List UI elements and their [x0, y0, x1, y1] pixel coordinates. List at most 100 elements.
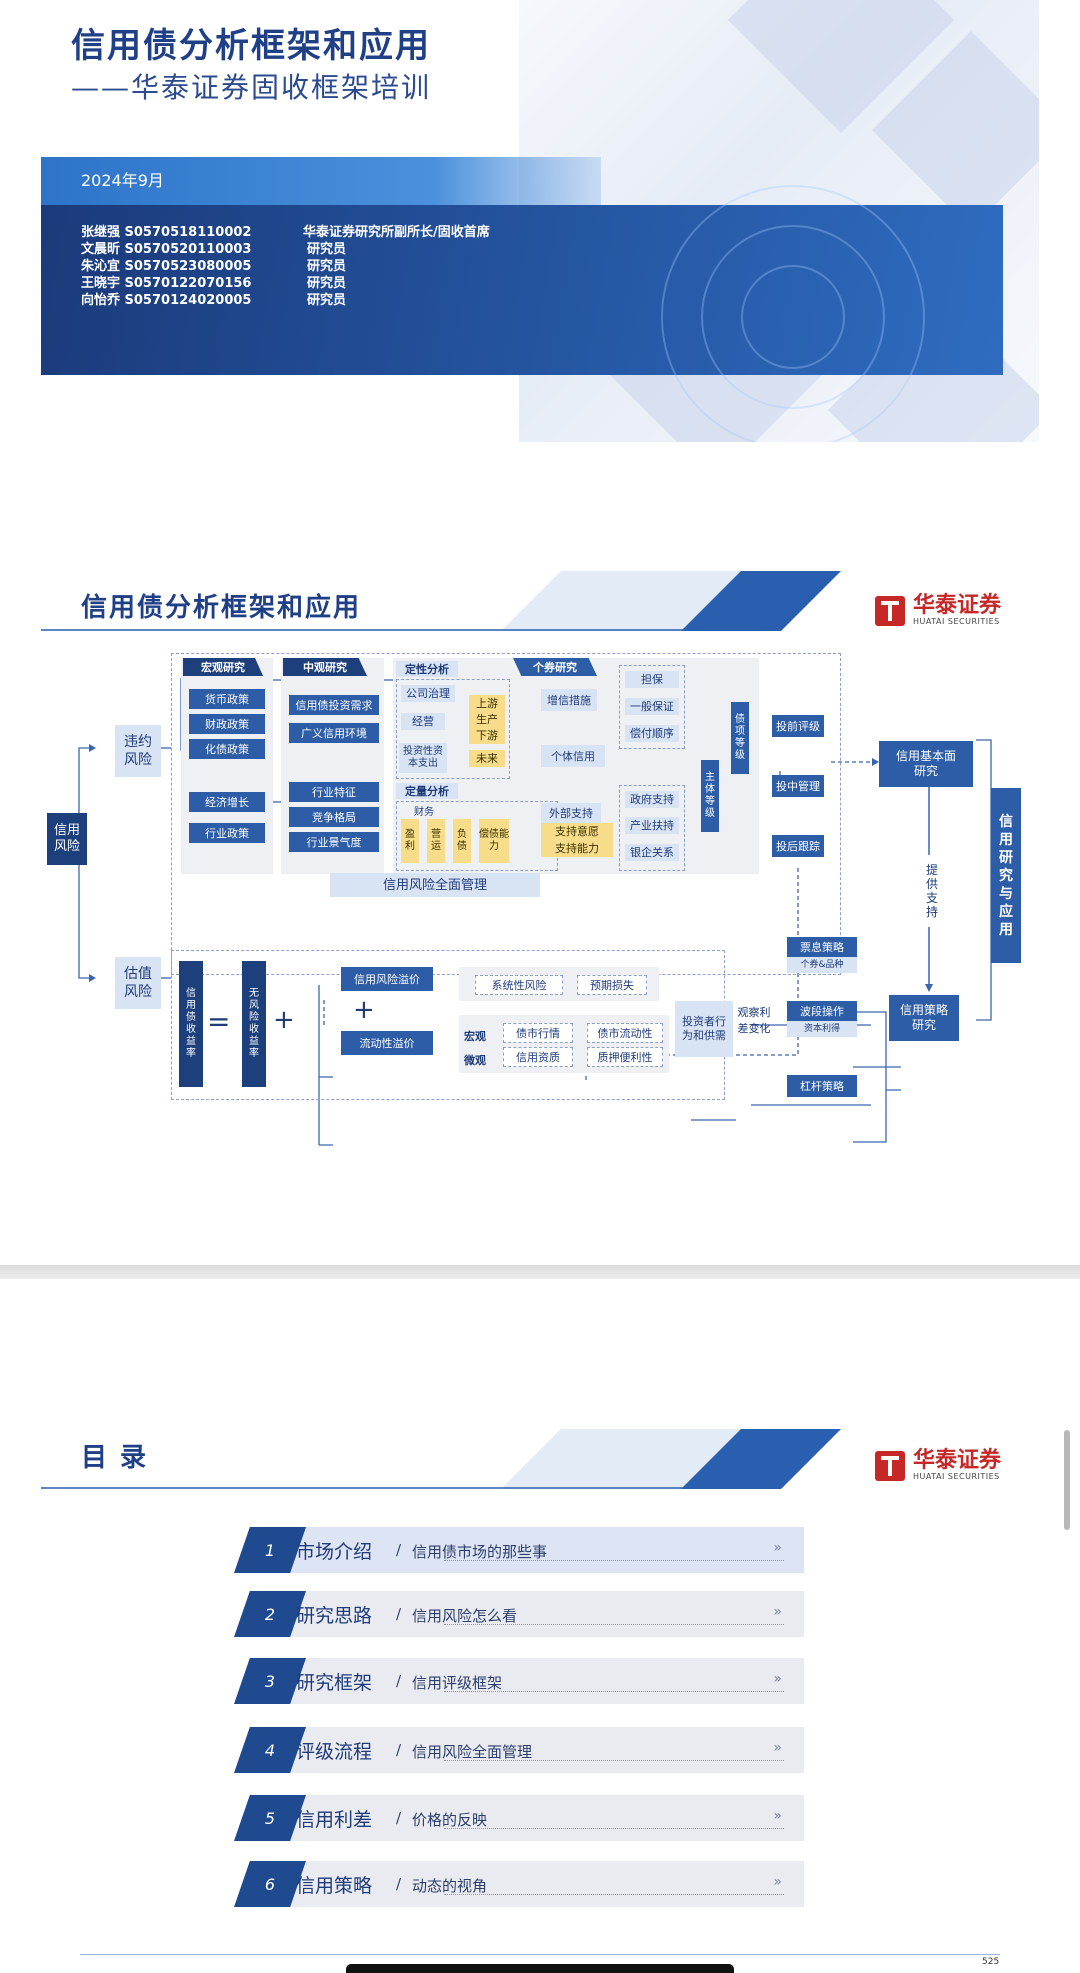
home-indicator[interactable]: [346, 1964, 734, 1973]
support-item: 银企关系: [625, 844, 679, 861]
chevron-right-icon: »: [773, 1540, 782, 1556]
slide-header: [41, 565, 1039, 631]
chain-item: 上游: [469, 695, 505, 712]
market-item: 信用资质: [503, 1047, 573, 1067]
node-label: 信用策略研究: [899, 1003, 948, 1032]
leverage-strategy: 杠杆策略: [787, 1075, 857, 1097]
toc-item[interactable]: 2 研究思路 / 信用风险怎么看 »: [234, 1591, 804, 1637]
macro-label: 宏观: [464, 1030, 486, 1043]
qualitative-box: [396, 679, 510, 779]
toc-item[interactable]: 6 信用策略 / 动态的视角 »: [234, 1861, 804, 1907]
toc-sub: 信用评级框架: [412, 1674, 503, 1692]
chain-item: 生产: [469, 712, 505, 727]
node-label: 信用债收益率: [186, 988, 196, 1059]
date-band: [41, 157, 601, 205]
research-application-node: 信用研究与应用: [991, 788, 1021, 963]
cover-subtitle: ——华泰证券固收框架培训: [71, 71, 432, 104]
toc-bar: [278, 1527, 804, 1573]
default-risk-node: 违约风险: [115, 725, 161, 777]
toc-separator: /: [396, 1605, 402, 1623]
cover-date: 2024年9月: [81, 171, 164, 190]
page-number: 525: [982, 1957, 1000, 1967]
governance-item: 公司治理: [401, 685, 455, 702]
strategy-research: 信用策略研究: [889, 995, 959, 1041]
fundamental-research: 信用基本面研究: [879, 741, 973, 787]
capex-item: 投资性资本支出: [399, 743, 447, 773]
toc-main: 研究框架: [296, 1672, 373, 1694]
support-box: [619, 785, 685, 871]
node-label: 投资者行为和供需: [682, 1015, 726, 1042]
operation-item: 经营: [401, 713, 445, 730]
support-item: 政府支持: [625, 791, 679, 808]
logo-subtext: HUATAI SECURITIES: [913, 1472, 1000, 1481]
credit-yield-node: 信用债收益率: [179, 961, 203, 1087]
swing-strategy: 波段操作: [787, 1001, 857, 1021]
coupon-strategy: 票息策略: [787, 937, 857, 957]
author-name: 张继强 S0570518110002: [81, 225, 252, 240]
toc-item[interactable]: 4 评级流程 / 信用风险全面管理 »: [234, 1727, 804, 1773]
support-ability-item: 支持能力: [541, 840, 613, 857]
globe-graphic: [701, 225, 885, 409]
toc-bar: [278, 1727, 804, 1773]
chevron-right-icon: »: [773, 1808, 782, 1824]
enhancement-subitem: 一般保证: [625, 698, 679, 715]
toc-main: 评级流程: [296, 1741, 373, 1763]
toc-item[interactable]: 3 研究框架 / 信用评级框架 »: [234, 1658, 804, 1704]
chevron-right-icon: »: [773, 1740, 782, 1756]
meso-item: 行业特征: [289, 782, 379, 802]
support-will-item: 支持意愿: [541, 823, 613, 840]
logo-text: 华泰证券: [913, 593, 1002, 618]
toc-dotted-line: [444, 1894, 784, 1895]
plus-sign: +: [353, 995, 375, 1025]
cover-slide: 信用债分析框架和应用 ——华泰证券固收框架培训 2024年9月 张继强 S057…: [41, 0, 1039, 442]
market-item: 债市行情: [503, 1023, 573, 1043]
equals-sign: =: [207, 1005, 231, 1038]
expected-loss: 预期损失: [577, 975, 647, 995]
pre-investment-rating: 投前评级: [772, 715, 824, 737]
author-role: 研究员: [307, 259, 347, 274]
logo-mark-icon: [875, 595, 905, 626]
toc-dotted-line: [444, 1624, 784, 1625]
toc-sub: 信用风险怎么看: [412, 1607, 518, 1625]
qualitative-head: 定性分析: [396, 661, 458, 677]
toc-sub: 动态的视角: [412, 1877, 488, 1895]
coupon-strategy-sub: 个券&品种: [787, 957, 857, 973]
header-decor: [41, 1429, 841, 1489]
enhancement-subitem: 偿付顺序: [625, 725, 679, 742]
toc-main: 信用利差: [296, 1809, 373, 1831]
toc-dotted-line: [444, 1691, 784, 1692]
macro-item: 财政政策: [189, 714, 265, 734]
globe-graphic: [741, 265, 845, 369]
toc-bar: [278, 1591, 804, 1637]
valuation-risk-node: 估值风险: [115, 957, 161, 1009]
toc-main: 市场介绍: [296, 1541, 373, 1563]
macro-item: 货币政策: [189, 689, 265, 709]
toc-separator: /: [396, 1741, 402, 1759]
meso-item: 信用债投资需求: [289, 695, 379, 715]
provide-support-label: 提供支持: [925, 855, 939, 927]
toc-item[interactable]: 5 信用利差 / 价格的反映 »: [234, 1795, 804, 1841]
observe-spread-label: 观察利差变化: [737, 1006, 771, 1035]
chain-item: 下游: [469, 727, 505, 744]
author-name: 向怡乔 S0570124020005: [81, 293, 252, 308]
toc-bar: [278, 1861, 804, 1907]
globe-graphic: [661, 185, 925, 442]
support-item: 产业扶持: [625, 817, 679, 834]
toc-main: 信用策略: [296, 1875, 373, 1897]
meso-item: 广义信用环境: [289, 723, 379, 743]
toc-sub: 价格的反映: [412, 1811, 488, 1829]
footer-rule: [80, 1954, 1000, 1955]
toc-title: 目 录: [81, 1443, 149, 1473]
chain-item: 未来: [469, 750, 505, 767]
credit-risk-node: 信用风险: [47, 813, 87, 865]
issuer-rating-item: 主体等级: [701, 760, 719, 832]
header-decor: [41, 571, 841, 631]
toc-item[interactable]: 1 市场介绍 / 信用债市场的那些事 »: [234, 1527, 804, 1573]
chevron-right-icon: »: [773, 1604, 782, 1620]
scrollbar-thumb[interactable]: [1064, 1430, 1070, 1530]
enhancement-box: [619, 665, 685, 749]
investor-behavior: 投资者行为和供需: [675, 1001, 733, 1057]
author-role: 研究员: [307, 242, 347, 257]
toc-main: 研究思路: [296, 1605, 373, 1627]
